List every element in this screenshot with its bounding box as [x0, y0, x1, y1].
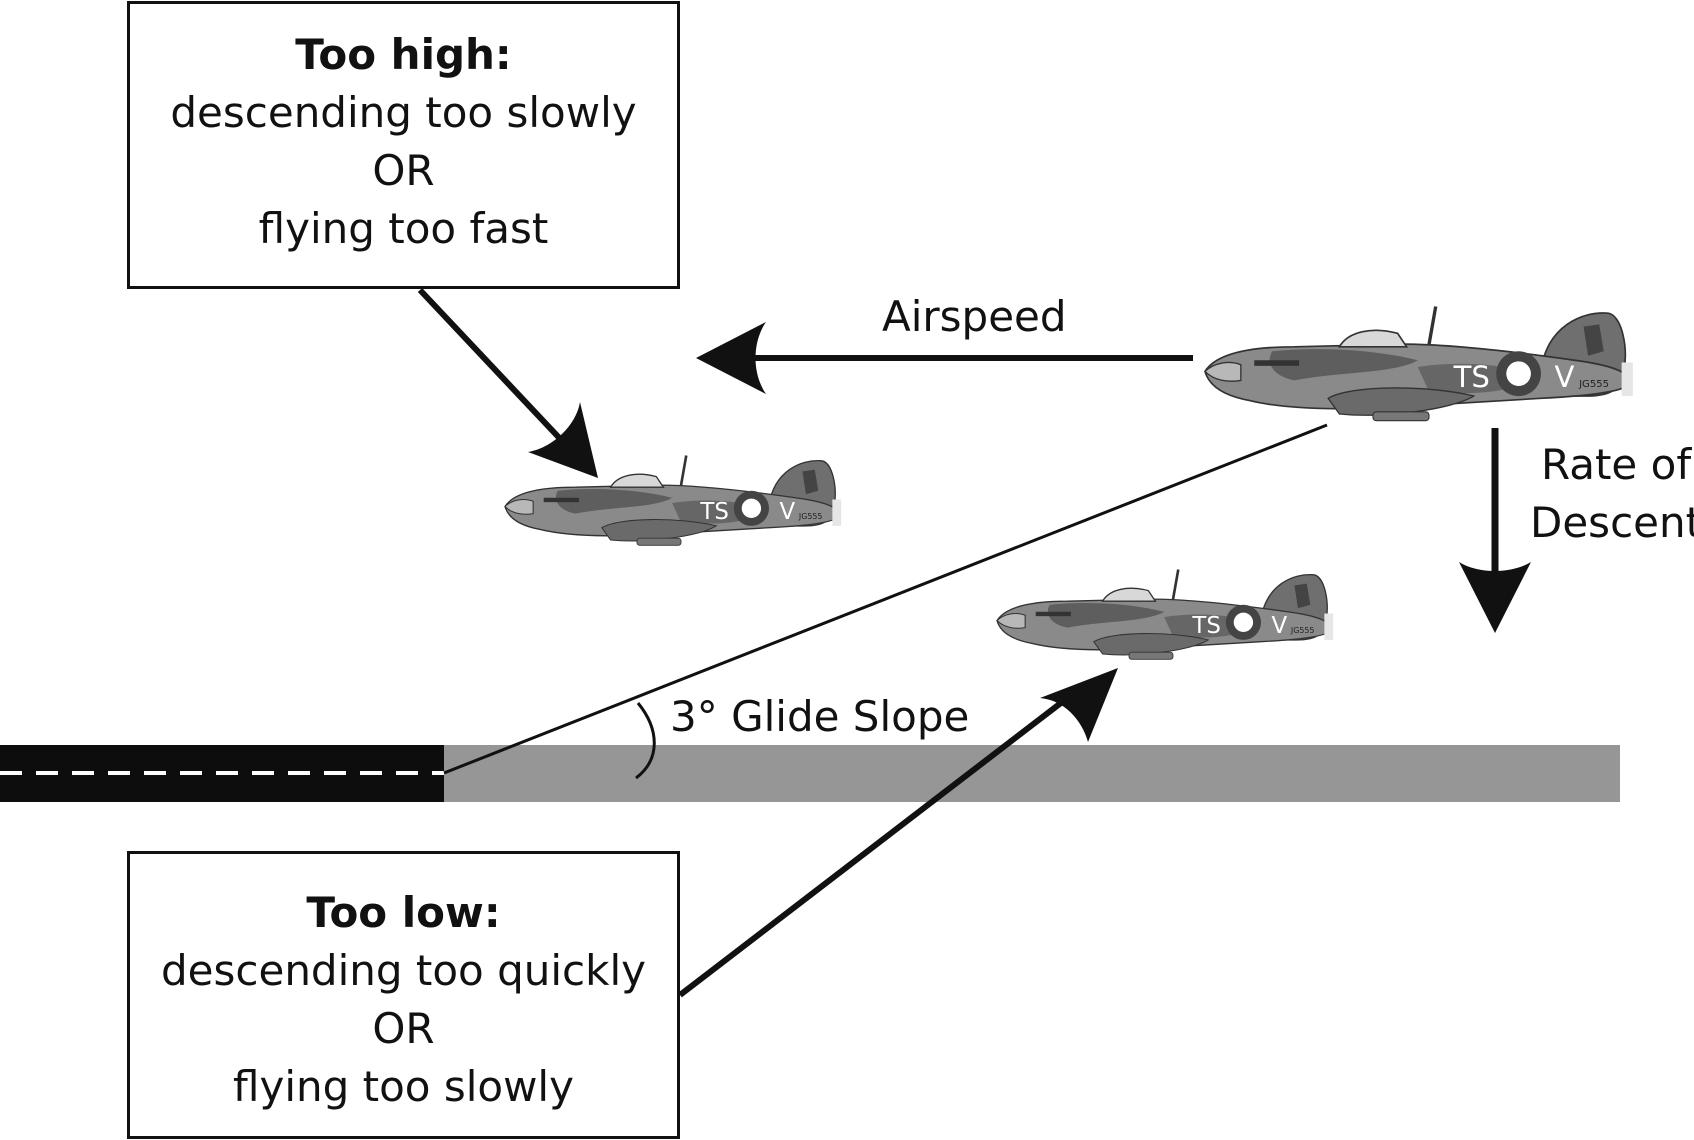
aircraft-code-right: V	[1554, 360, 1574, 394]
aircraft-serial: JG555	[1290, 626, 1315, 635]
airspeed-label: Airspeed	[882, 292, 1067, 341]
aircraft-code-left: TS	[1191, 613, 1221, 639]
aircraft-too-low: TS V JG555	[995, 568, 1335, 661]
too-high-heading: Too high:	[295, 30, 512, 79]
aircraft-serial: JG555	[798, 512, 823, 521]
too-low-heading: Too low:	[306, 888, 501, 937]
too-low-line-3: flying too slowly	[233, 1062, 574, 1111]
too-high-line-2: OR	[372, 146, 435, 195]
too-low-line-1: descending too quickly	[161, 946, 646, 995]
too-low-line-2: OR	[372, 1004, 435, 1053]
glide-slope-label: 3° Glide Slope	[670, 692, 970, 741]
too-high-arrow	[417, 287, 598, 478]
aircraft-code-left: TS	[699, 499, 729, 525]
glide-slope-angle-arc	[635, 702, 656, 780]
aircraft-current: TS V JG555	[1203, 304, 1635, 423]
rate-of-descent-line-1: Rate of	[1540, 440, 1692, 489]
runway	[0, 745, 1620, 802]
rate-of-descent-arrow	[1459, 428, 1531, 633]
airspeed-arrow	[696, 322, 1193, 394]
too-low-box: Too low: descending too quickly OR flyin…	[127, 851, 680, 1139]
runway-surface	[444, 745, 1620, 802]
too-high-line-1: descending too slowly	[170, 88, 637, 137]
aircraft-code-right: V	[1272, 613, 1288, 639]
too-low-arrow	[678, 668, 1118, 998]
aircraft-too-high: TS V JG555	[503, 454, 843, 547]
too-high-line-3: flying too fast	[258, 204, 549, 253]
rate-of-descent-label: Rate of Descent	[1530, 436, 1694, 552]
rate-of-descent-line-2: Descent	[1530, 498, 1694, 547]
aircraft-serial: JG555	[1578, 379, 1609, 390]
aircraft-code-right: V	[780, 499, 796, 525]
too-high-box: Too high: descending too slowly OR flyin…	[127, 1, 680, 289]
glide-slope-line	[443, 423, 1328, 775]
aircraft-code-left: TS	[1453, 360, 1490, 394]
